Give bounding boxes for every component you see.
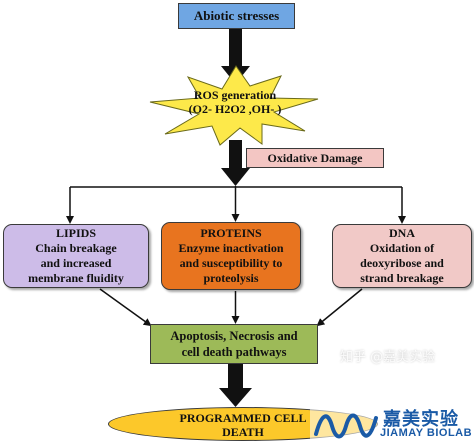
lipids-line-1: Chain breakage [35,241,117,255]
ros-species-label: (O2- H2O2 ,OH- ) [188,102,282,116]
lipids-box: LIPIDS Chain breakage and increased memb… [3,224,149,288]
programmed-cell-death-line-2: DEATH [222,425,264,439]
abiotic-stresses-label: Abiotic stresses [193,8,280,23]
apoptosis-line-2: cell death pathways [181,345,287,359]
ros-generation-label-group: ROS generation (O2- H2O2 ,OH- ) [160,88,310,116]
dna-line-3: strand breakage [360,271,444,285]
proteins-line-1: Enzyme inactivation [178,241,284,255]
brand-name-cn: 嘉美实验 [383,409,459,430]
brand-logo [310,404,474,447]
oxidative-damage-box: Oxidative Damage [246,148,384,168]
ros-starburst [149,65,319,146]
apoptosis-line-1: Apoptosis, Necrosis and [170,329,298,343]
lipids-line-3: membrane fluidity [28,271,124,285]
zhihu-watermark: 知乎 @嘉美实验 [340,350,436,365]
dna-line-2: deoxyribose and [360,256,444,270]
branch-connectors [66,186,406,224]
wave-icon [314,413,378,439]
proteins-title: PROTEINS [200,226,262,240]
arrow-apoptosis-to-pcd [219,364,252,407]
oxidative-damage-label: Oxidative Damage [267,150,363,165]
lipids-line-2: and increased [40,256,112,270]
brand-name-en: JIAMAY BIOLAB [380,427,473,439]
arrow-ros-to-branch [221,140,250,186]
proteins-line-3: proteolysis [203,271,259,285]
dna-box: DNA Oxidation of deoxyribose and strand … [332,224,472,288]
proteins-line-2: and susceptibility to [179,256,283,270]
converge-connectors [99,288,363,327]
apoptosis-box: Apoptosis, Necrosis and cell death pathw… [150,324,318,364]
proteins-box: PROTEINS Enzyme inactivation and suscept… [161,222,301,290]
dna-line-1: Oxidation of [369,241,435,255]
abiotic-stresses-box: Abiotic stresses [178,3,295,29]
lipids-title: LIPIDS [55,226,96,240]
programmed-cell-death-line-1: PROGRAMMED CELL [179,411,307,425]
dna-title: DNA [389,226,415,240]
ros-generation-title: ROS generation [193,88,277,102]
